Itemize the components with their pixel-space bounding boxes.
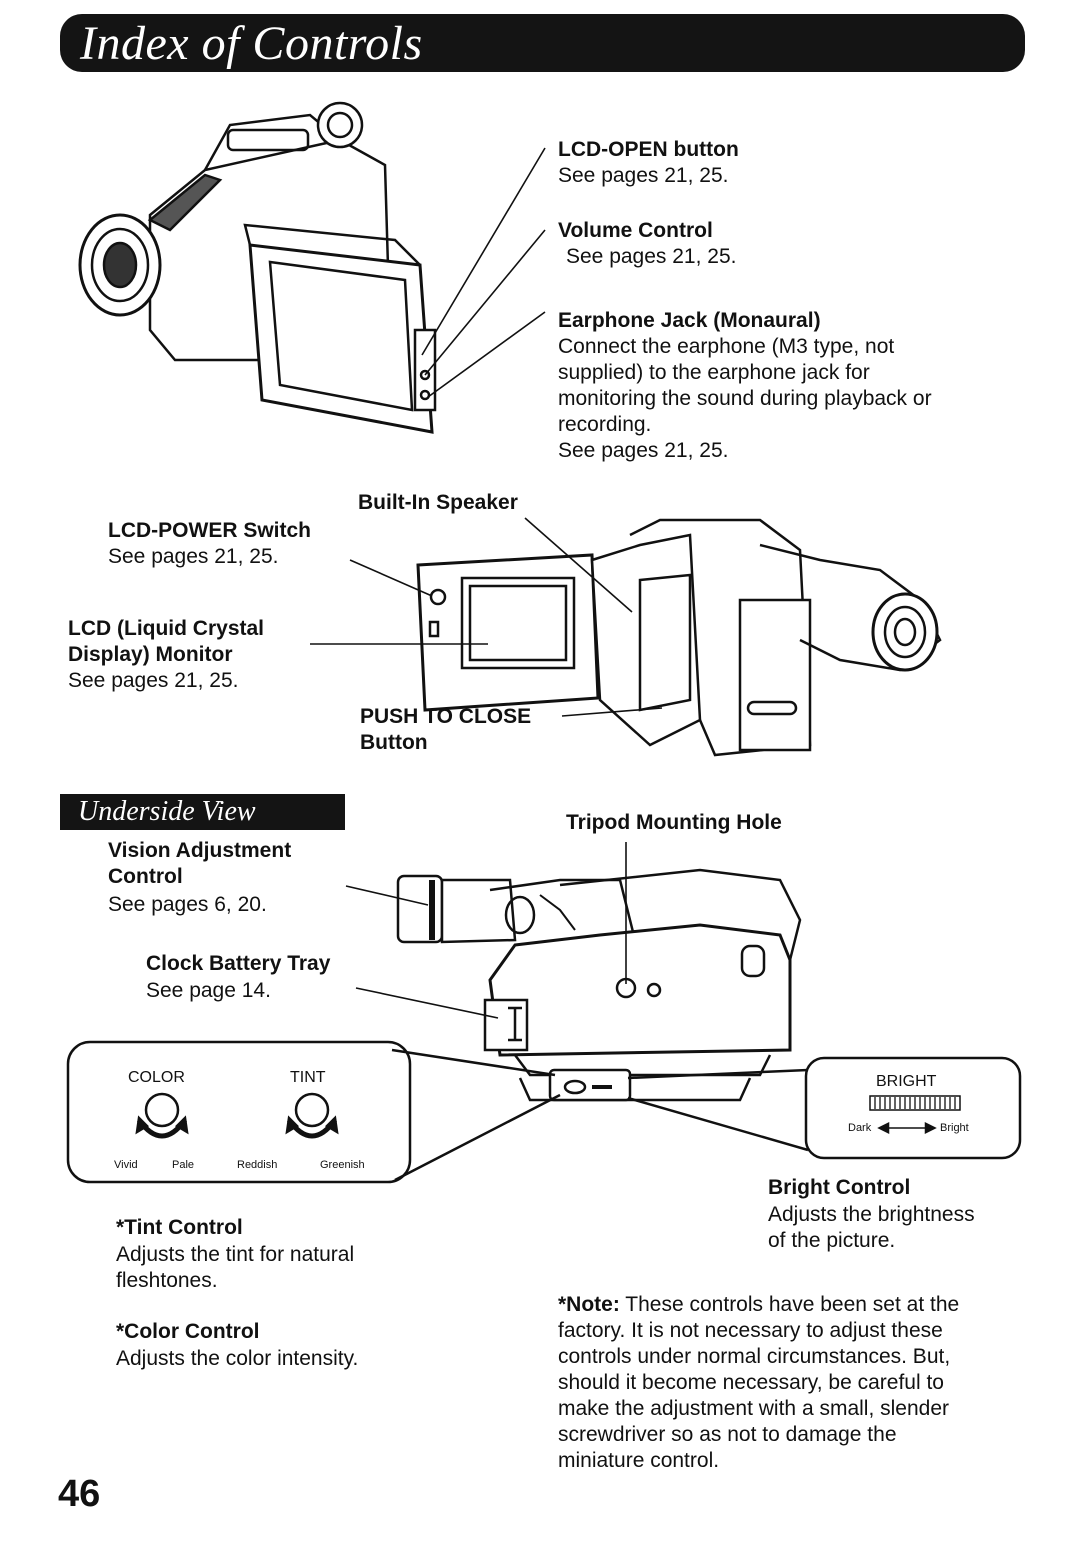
bright-panel-frame (627, 1056, 1022, 1160)
bright-bright-label: Bright (940, 1122, 969, 1134)
note-line: screwdriver so as not to damage the (558, 1423, 897, 1446)
lcd-open-title: LCD-OPEN button (558, 138, 739, 161)
tint-greenish-label: Greenish (320, 1159, 365, 1171)
lcd-power-title: LCD-POWER Switch (108, 519, 311, 542)
lcd-monitor-title-line1: LCD (Liquid Crystal (68, 617, 265, 640)
bright-control-desc: Adjusts the brightness (768, 1203, 975, 1226)
lcd-open-pages: See pages 21, 25. (558, 164, 729, 187)
color-control-title: *Color Control (116, 1320, 260, 1343)
tint-control-desc: fleshtones. (116, 1269, 218, 1292)
note-first-line: *Note: These controls have been set at t… (558, 1292, 959, 1318)
vision-pages: See pages 6, 20. (108, 893, 267, 916)
note-line: factory. It is not necessary to adjust t… (558, 1319, 943, 1342)
underside-banner (60, 794, 345, 830)
note-line: miniature control. (558, 1449, 720, 1472)
camcorder-top-illustration (78, 101, 437, 434)
earphone-desc-line: Connect the earphone (M3 type, not (558, 335, 895, 358)
color-vivid-label: Vivid (114, 1159, 138, 1171)
vision-title-line2: Control (108, 865, 183, 888)
note-line: controls under normal circumstances. But… (558, 1345, 951, 1368)
speaker-title: Built-In Speaker (358, 491, 518, 514)
tint-knob-label: TINT (290, 1069, 326, 1086)
vision-title-line1: Vision Adjustment (108, 839, 292, 862)
note-line: make the adjustment with a small, slende… (558, 1397, 950, 1420)
clock-battery-pages: See page 14. (146, 979, 271, 1002)
volume-title: Volume Control (558, 219, 713, 242)
note-first-line-rest: These controls have been set at the (619, 1293, 960, 1316)
color-control-desc: Adjusts the color intensity. (116, 1347, 359, 1370)
push-close-title-line2: Button (360, 731, 428, 754)
bright-control-desc: of the picture. (768, 1229, 896, 1252)
color-tint-panel-frame (66, 1040, 561, 1184)
push-close-title-line1: PUSH TO CLOSE (360, 705, 532, 728)
tripod-title: Tripod Mounting Hole (566, 811, 782, 834)
volume-pages: See pages 21, 25. (566, 245, 737, 268)
color-knob-label: COLOR (128, 1069, 185, 1086)
top-leader-lines (421, 147, 546, 398)
note-title: *Note: (558, 1293, 620, 1316)
middle-leader-lines (310, 517, 663, 717)
underside-leader-lines (345, 842, 627, 1019)
earphone-pages: See pages 21, 25. (558, 439, 729, 462)
earphone-title: Earphone Jack (Monaural) (558, 309, 821, 332)
clock-battery-title: Clock Battery Tray (146, 952, 331, 975)
earphone-desc-line: supplied) to the earphone jack for (558, 361, 870, 384)
lcd-power-pages: See pages 21, 25. (108, 545, 279, 568)
bright-dark-label: Dark (848, 1122, 872, 1134)
tint-control-desc: Adjusts the tint for natural (116, 1243, 355, 1266)
underside-banner-title: Underside View (78, 796, 256, 827)
earphone-desc-line: monitoring the sound during playback or (558, 387, 932, 410)
bright-knob-label: BRIGHT (876, 1073, 937, 1090)
camcorder-middle-illustration (416, 518, 942, 757)
color-pale-label: Pale (172, 1159, 195, 1171)
page-number: 46 (58, 1473, 101, 1515)
camcorder-underside-illustration (396, 868, 802, 1102)
tint-control-title: *Tint Control (116, 1216, 243, 1239)
header-banner (60, 14, 1025, 72)
note-line: should it become necessary, be careful t… (558, 1371, 944, 1394)
lcd-monitor-title-line2: Display) Monitor (68, 643, 233, 666)
earphone-desc-line: recording. (558, 413, 652, 436)
bright-control-title: Bright Control (768, 1176, 911, 1199)
page-title: Index of Controls (80, 17, 423, 70)
tint-reddish-label: Reddish (237, 1159, 278, 1171)
lcd-monitor-pages: See pages 21, 25. (68, 669, 239, 692)
